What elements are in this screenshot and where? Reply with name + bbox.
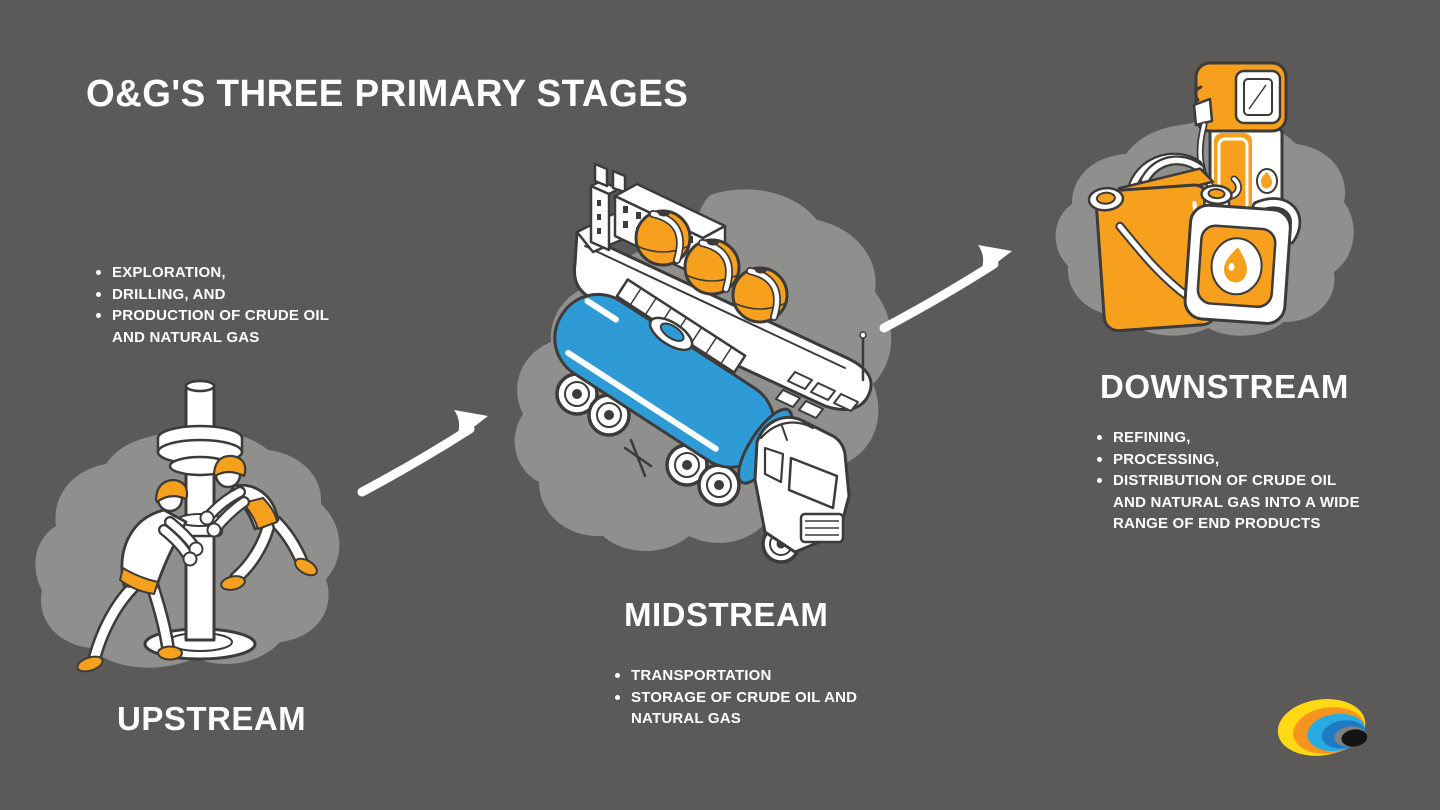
midstream-label: MIDSTREAM <box>624 596 829 633</box>
windshield <box>787 456 839 510</box>
logo-ring <box>1341 729 1368 747</box>
downstream-bullet-list: REFINING, PROCESSING, DISTRIBUTION OF CR… <box>1095 427 1363 535</box>
flow-arrow-upstream-to-midstream <box>357 410 488 497</box>
bullet-item: DISTRIBUTION OF CRUDE OIL AND NATURAL GA… <box>1095 470 1363 535</box>
oil-bottle <box>1183 184 1302 325</box>
pump-nozzle <box>1192 85 1214 127</box>
upstream-illustration <box>35 379 340 673</box>
bullet-item: REFINING, <box>1095 427 1363 449</box>
oil-drop-emblem <box>1256 168 1278 194</box>
worker-left <box>76 478 204 673</box>
downstream-label: DOWNSTREAM <box>1100 368 1349 405</box>
upstream-bullet-list: EXPLORATION, DRILLING, AND PRODUCTION OF… <box>94 262 354 348</box>
bullet-item: DRILLING, AND <box>94 284 354 306</box>
page-title: O&G'S THREE PRIMARY STAGES <box>86 73 689 116</box>
storage-domes <box>634 209 789 324</box>
midstream-bullet-list: TRANSPORTATION STORAGE OF CRUDE OIL AND … <box>613 665 875 730</box>
arrow-head <box>453 410 488 443</box>
midstream-illustration <box>514 162 892 564</box>
arrow-head <box>977 245 1012 278</box>
jerry-can <box>1087 152 1218 333</box>
tanker-ship <box>572 162 873 419</box>
downstream-illustration <box>1055 61 1354 336</box>
truck-cab <box>753 416 851 564</box>
bullet-item: TRANSPORTATION <box>613 665 875 687</box>
bullet-item: EXPLORATION, <box>94 262 354 284</box>
upstream-label: UPSTREAM <box>117 700 307 737</box>
flow-arrow-midstream-to-downstream <box>879 245 1012 333</box>
brand-logo <box>1277 699 1368 756</box>
tanker-truck <box>553 278 851 564</box>
bullet-item: PRODUCTION OF CRUDE OIL AND NATURAL GAS <box>94 305 354 348</box>
bullet-item: STORAGE OF CRUDE OIL AND NATURAL GAS <box>613 687 875 730</box>
deck-hatches <box>775 371 859 419</box>
worker-right <box>199 454 318 591</box>
truck-wheels <box>555 372 741 507</box>
bullet-item: PROCESSING, <box>1095 449 1363 471</box>
